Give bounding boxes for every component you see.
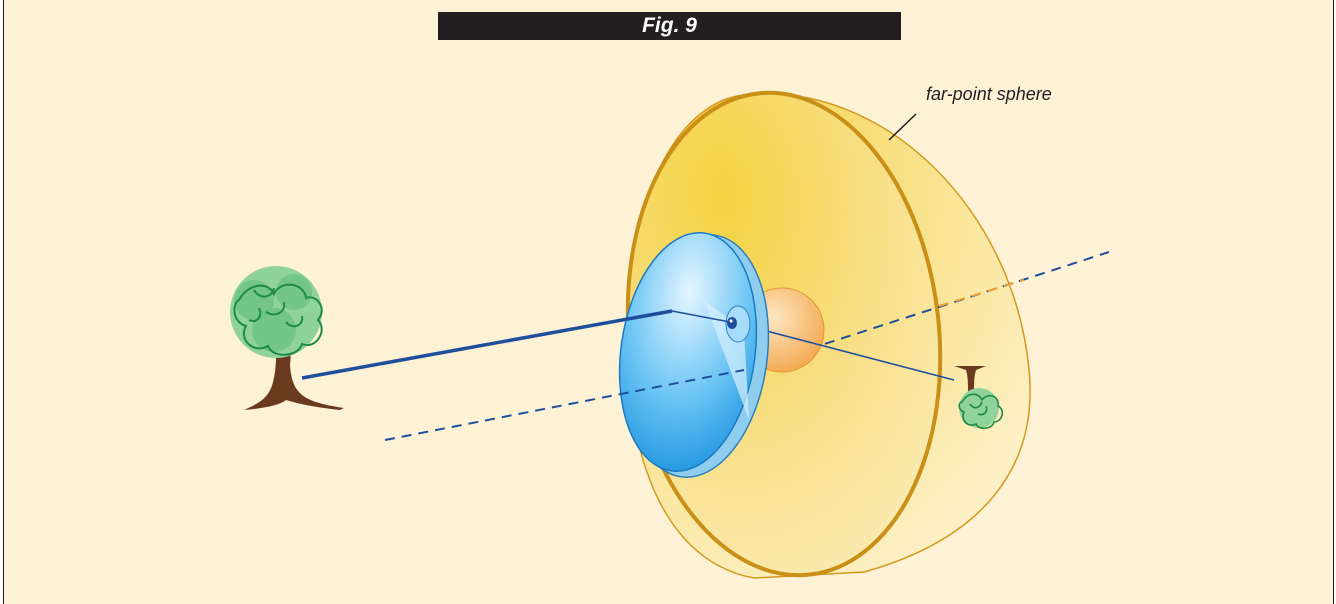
tree-image xyxy=(954,366,1004,430)
optics-diagram xyxy=(230,90,1110,579)
cornea xyxy=(725,305,751,343)
ray-from-object xyxy=(301,309,673,380)
optical-axis-right xyxy=(743,251,1110,371)
optical-axis-left xyxy=(384,369,745,441)
far-point-sphere-label: far-point sphere xyxy=(926,84,1052,104)
ray-lens-to-eye xyxy=(671,310,731,323)
lens xyxy=(618,232,758,472)
optical-axis-right-inside xyxy=(938,279,1025,307)
pupil-glint xyxy=(729,319,733,323)
label-leader xyxy=(888,113,917,141)
tree-object xyxy=(230,266,344,410)
pupil xyxy=(727,317,737,329)
diagram-figure: Fig. 9 far-point sphere xyxy=(3,0,1334,604)
figure-title: Fig. 9 xyxy=(438,12,901,40)
